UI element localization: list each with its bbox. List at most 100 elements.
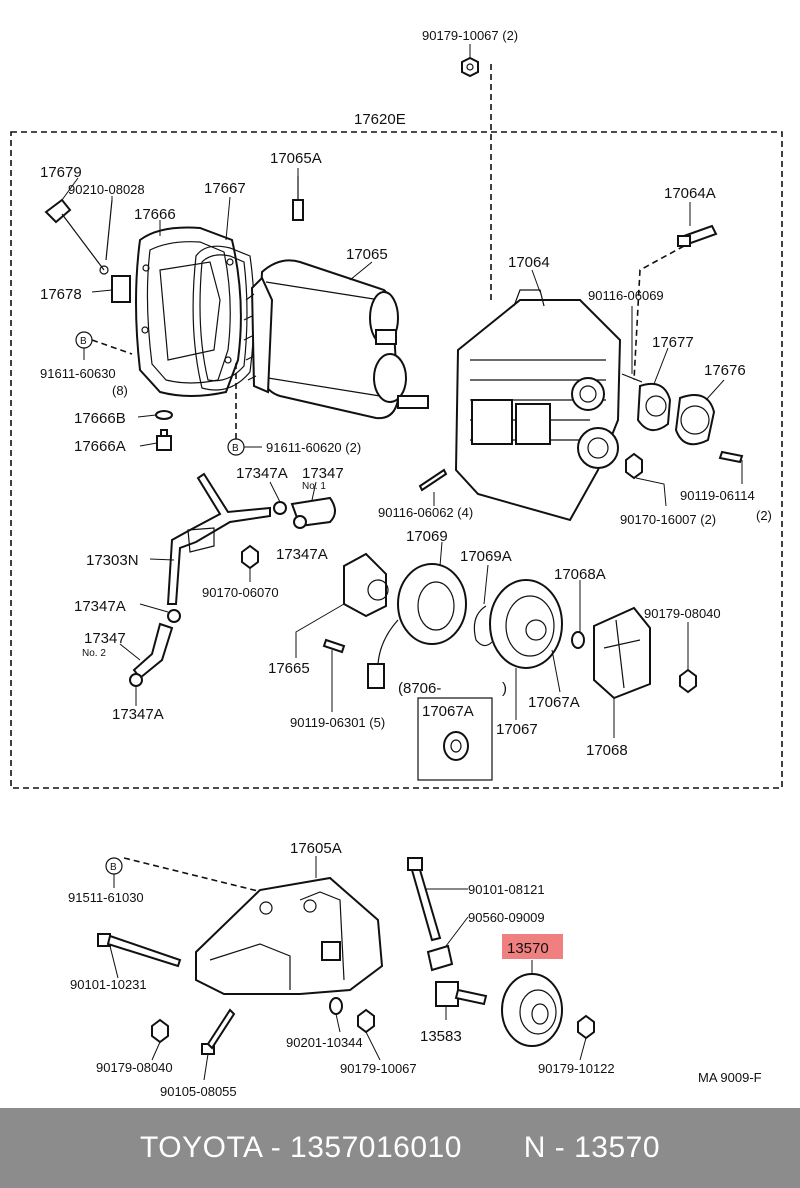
label-17064: 17064 xyxy=(508,254,550,271)
label-17303N: 17303N xyxy=(86,552,139,569)
leader-lines xyxy=(61,44,743,1081)
label-17678: 17678 xyxy=(40,286,82,303)
clamp-17347A-icon xyxy=(273,501,287,515)
label-90119-06114-qty: (2) xyxy=(756,508,772,523)
label-90116-06062: 90116-06062 (4) xyxy=(378,505,473,520)
label-91611-60630: 91611-60630 xyxy=(40,366,116,381)
label-17679: 17679 xyxy=(40,164,82,181)
stud-90116-06062-icon xyxy=(418,468,448,492)
label-17347-1: 17347 xyxy=(302,465,344,482)
label-17605A: 17605A xyxy=(290,840,342,857)
bearing-17067A-icon xyxy=(443,731,469,761)
label-17666B: 17666B xyxy=(74,410,126,427)
connector-17678-icon xyxy=(99,265,131,303)
label-90119-06114: 90119-06114 xyxy=(680,488,755,503)
label-90201-10344: 90201-10344 xyxy=(286,1035,363,1050)
bolt-90101-08121-icon xyxy=(407,857,442,942)
nut-90170-06070-icon xyxy=(241,544,259,570)
label-17065: 17065 xyxy=(346,246,388,263)
part-labels: 90179-10067 (2) 17620E 17679 90210-08028… xyxy=(40,28,772,1099)
sensor-17679-icon xyxy=(44,198,105,271)
label-91611-60630-qty: (8) xyxy=(112,383,128,398)
label-90105-08055: 90105-08055 xyxy=(160,1084,237,1099)
clamp-17347A-3-icon xyxy=(167,609,181,623)
label-90179-10122: 90179-10122 xyxy=(538,1061,615,1076)
rotor-housing-17065 xyxy=(243,259,429,420)
spacer-90560-09009-icon xyxy=(426,944,454,972)
label-17347A-1: 17347A xyxy=(236,465,288,482)
clamp-17347A-2-icon xyxy=(293,515,307,529)
label-17347-2: 17347 xyxy=(84,630,126,647)
main-housing-17064 xyxy=(454,289,622,522)
shim-17068A-icon xyxy=(571,631,585,649)
nut-90179-10067-bot-icon xyxy=(357,1008,375,1034)
label-17064A: 17064A xyxy=(664,185,716,202)
coil-17069 xyxy=(367,563,467,689)
label-17347-no1: No. 1 xyxy=(302,481,326,492)
label-17067: 17067 xyxy=(496,721,538,738)
valve-17665 xyxy=(343,552,389,618)
bolt-17064A-icon xyxy=(677,224,718,247)
cover-17676 xyxy=(674,394,716,446)
label-17067A-box: 17067A xyxy=(422,703,474,720)
label-90170-16007: 90170-16007 (2) xyxy=(620,512,716,527)
idler-pulley-13570 xyxy=(501,973,563,1047)
label-90116-06069: 90116-06069 xyxy=(588,288,664,303)
washer-90201-10344-icon xyxy=(329,997,343,1015)
idler-bolt-13583-icon xyxy=(435,981,488,1007)
svg-text:B: B xyxy=(110,862,117,873)
clamp-17347A-4-icon xyxy=(129,673,143,687)
label-17065A: 17065A xyxy=(270,150,322,167)
label-17347A-3: 17347A xyxy=(74,598,126,615)
label-17347A-2: 17347A xyxy=(276,546,328,563)
fitting-17666A-icon xyxy=(156,429,172,451)
label-90101-10231: 90101-10231 xyxy=(70,977,147,992)
nut-90170-16007-icon xyxy=(625,452,643,480)
b-marker-91611-60630: B xyxy=(75,331,93,349)
label-17666: 17666 xyxy=(134,206,176,223)
label-91611-60620: 91611-60620 (2) xyxy=(266,440,361,455)
snap-ring-17069A xyxy=(473,605,493,647)
label-17665: 17665 xyxy=(268,660,310,677)
label-90560-09009: 90560-09009 xyxy=(468,910,545,925)
svg-text:B: B xyxy=(80,336,87,347)
label-17667: 17667 xyxy=(204,180,246,197)
label-13583: 13583 xyxy=(420,1028,462,1045)
pulley-17067 xyxy=(489,579,563,669)
svg-text:B: B xyxy=(232,443,239,454)
label-8706-close: ) xyxy=(502,680,507,697)
label-13570: 13570 xyxy=(507,940,549,957)
label-17620E: 17620E xyxy=(354,111,406,128)
nut-90179-08040-top-icon xyxy=(679,668,697,694)
label-90170-06070: 90170-06070 xyxy=(202,585,279,600)
ref-code: MA 9009-F xyxy=(698,1070,762,1085)
bolt-90105-08055-icon xyxy=(201,1008,236,1055)
label-17666A: 17666A xyxy=(74,438,126,455)
nut-90179-10122-icon xyxy=(577,1014,595,1040)
label-8706: (8706- xyxy=(398,680,441,697)
gasket-17667 xyxy=(192,245,255,391)
label-17068: 17068 xyxy=(586,742,628,759)
rear-cover-17666 xyxy=(135,226,242,397)
b-marker-leader-3 xyxy=(123,857,263,893)
detail-box-17067A xyxy=(417,697,493,781)
label-17067A-1: 17067A xyxy=(528,694,580,711)
label-17069: 17069 xyxy=(406,528,448,545)
label-91511-61030: 91511-61030 xyxy=(68,890,144,905)
bolt-90119-06114-icon xyxy=(718,450,744,464)
b-marker-91611-60620: B xyxy=(227,438,245,456)
bolt-17064A-leader xyxy=(633,245,685,381)
label-17677: 17677 xyxy=(652,334,694,351)
part-number-footer: TOYOTA - 1357016010 N - 13570 xyxy=(0,1108,800,1188)
hose-17347-no2 xyxy=(132,622,174,680)
label-90119-06301: 90119-06301 (5) xyxy=(290,715,385,730)
label-90179-10067-bot: 90179-10067 xyxy=(340,1061,417,1076)
b-marker-91511-61030: B xyxy=(105,857,123,875)
label-17068A: 17068A xyxy=(554,566,606,583)
label-17347A-4: 17347A xyxy=(112,706,164,723)
bolt-90119-06301-icon xyxy=(322,638,346,654)
label-17069A: 17069A xyxy=(460,548,512,565)
b-marker-leader-1 xyxy=(91,339,133,355)
gasket-17677 xyxy=(636,382,672,431)
nut-90179-08040-bot-icon xyxy=(151,1018,169,1044)
